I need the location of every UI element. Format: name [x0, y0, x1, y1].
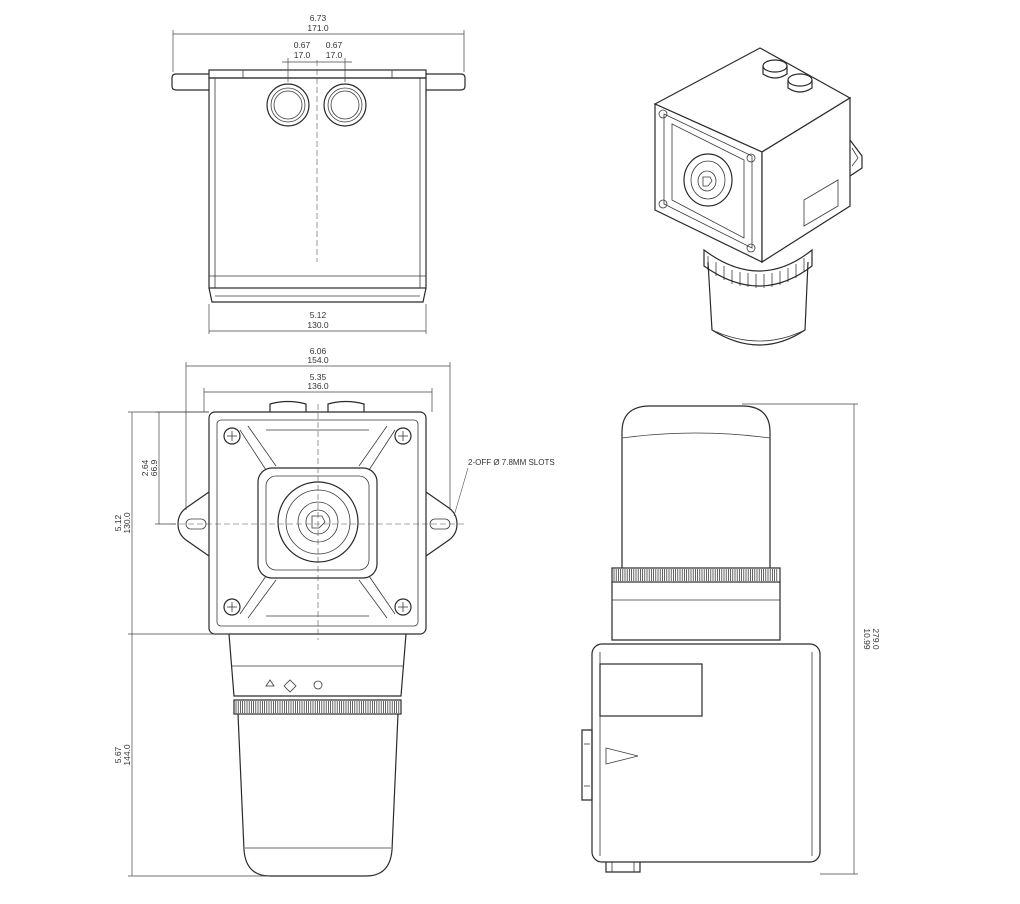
dim-total-height-mm: 279.0	[871, 628, 881, 650]
dim-gland-left-mm: 17.0	[294, 50, 311, 60]
front-screws	[223, 427, 412, 616]
note-slots: 2-OFF Ø 7.8MM SLOTS	[468, 458, 555, 467]
dim-gland-right-mm: 17.0	[326, 50, 343, 60]
side-view	[581, 405, 821, 873]
dim-box-height-inch: 5.12	[113, 514, 123, 531]
dim-gland-left-inch: 0.67	[294, 40, 311, 50]
dim-top-width-mm: 171.0	[307, 23, 329, 33]
dim-slot-span-inch: 6.06	[310, 346, 327, 356]
top-view-dimensions: 6.73 171.0 0.67 17.0 0.67 17.0 5.12 130.…	[172, 13, 465, 334]
dim-top-base-inch: 5.12	[310, 310, 327, 320]
top-view	[171, 60, 466, 303]
iso-ring-ribs	[707, 256, 805, 288]
side-view-dimensions: 10.99 279.0	[742, 403, 881, 875]
dim-box-height-mm: 130.0	[122, 512, 132, 534]
dim-gland-right-inch: 0.67	[326, 40, 343, 50]
dim-beacon-height-mm: 144.0	[122, 744, 132, 766]
dim-fixing-centres-inch: 5.35	[310, 372, 327, 382]
isometric-view	[653, 47, 863, 346]
dim-half-height-mm: 66.9	[149, 459, 159, 476]
dim-half-height-inch: 2.64	[140, 459, 150, 476]
dim-fixing-centres-mm: 136.0	[307, 381, 329, 391]
front-view-dimensions: 6.06 154.0 5.35 136.0 2.64 66.9 5.12 130…	[113, 346, 555, 877]
front-view	[170, 400, 466, 877]
dim-total-height-inch: 10.99	[862, 628, 872, 650]
dim-beacon-height-inch: 5.67	[113, 746, 123, 763]
front-ribbed-band	[235, 701, 400, 713]
dim-top-width-inch: 6.73	[310, 13, 327, 23]
side-ribbed-band	[613, 569, 778, 581]
dim-slot-span-mm: 154.0	[307, 355, 329, 365]
dim-top-base-mm: 130.0	[307, 320, 329, 330]
